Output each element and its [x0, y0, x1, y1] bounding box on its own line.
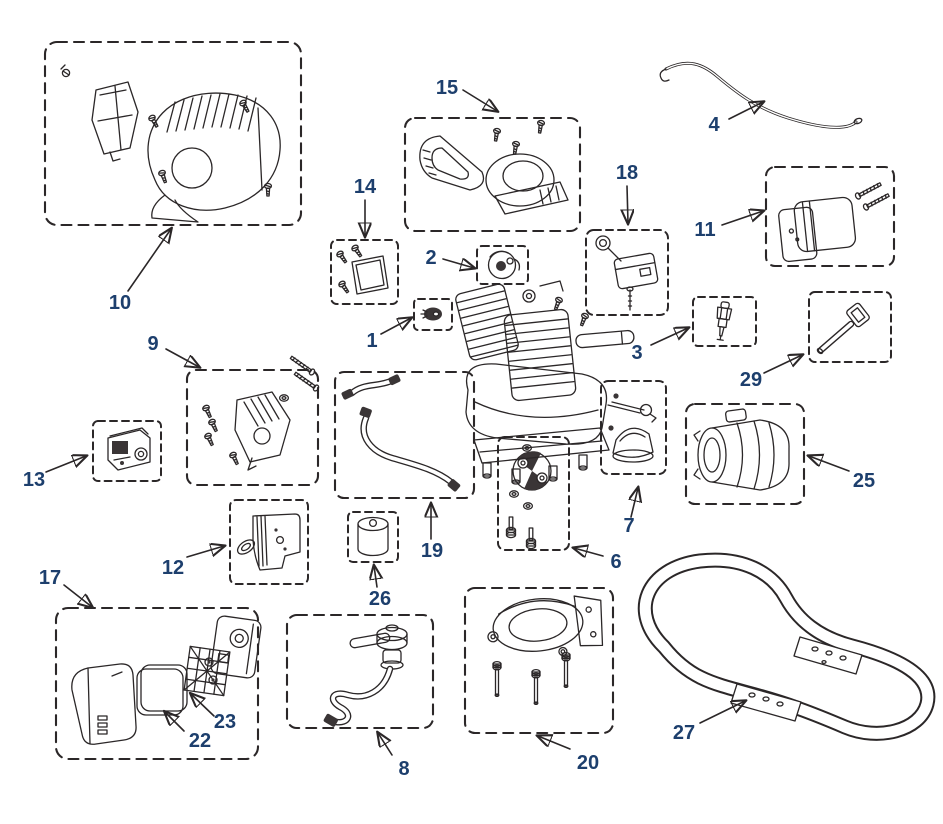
ignition-coil-art: [595, 235, 659, 311]
starter-pulley-art: [487, 250, 521, 280]
dashed-box-2: [476, 245, 529, 285]
dashed-box-20: [463, 586, 615, 735]
heat-shield-art: [236, 513, 301, 571]
dashed-box-29: [808, 291, 892, 363]
arrow-18: [627, 185, 628, 223]
callout-11: 11: [694, 219, 715, 241]
arrow-2: [442, 259, 474, 268]
dashed-box-25: [684, 402, 806, 506]
arrow-13: [45, 456, 86, 473]
carburetor-art: [107, 427, 151, 471]
arrow-4: [728, 102, 763, 120]
arrow-20: [538, 736, 571, 750]
arrow-3: [650, 328, 688, 346]
callout-27: 27: [673, 722, 695, 744]
arrow-12: [186, 546, 224, 558]
dashed-box-17: [54, 606, 260, 761]
callout-19: 19: [421, 540, 443, 562]
dashed-box-11: [764, 165, 896, 268]
callout-25: 25: [853, 470, 875, 492]
lever-and-cap-art: [607, 393, 657, 463]
dashed-box-18: [585, 229, 669, 316]
dashed-box-26: [347, 511, 399, 563]
callout-26: 26: [369, 588, 391, 610]
dashed-box-1: [413, 298, 453, 331]
callout-22: 22: [189, 730, 211, 752]
arrow-15: [462, 89, 497, 111]
callout-4: 4: [708, 114, 720, 136]
arrow-26: [374, 566, 377, 588]
callout-13: 13: [23, 469, 45, 491]
callout-3: 3: [631, 342, 642, 364]
callout-29: 29: [740, 369, 762, 391]
dashed-box-10: [43, 40, 303, 227]
fuel-lines-art: [341, 374, 461, 492]
dashed-box-7: [600, 380, 667, 475]
callout-23: 23: [214, 711, 236, 733]
starter-assembly-art: [419, 119, 569, 215]
engine-short-block-art: [455, 280, 635, 485]
clutch-assembly-art: [505, 444, 552, 550]
dashed-box-6: [497, 436, 570, 551]
arrow-10: [127, 229, 171, 292]
engine-cover-art: [60, 64, 281, 223]
callout-12: 12: [162, 557, 184, 579]
callout-8: 8: [398, 758, 409, 780]
callout-2: 2: [425, 247, 436, 269]
dashed-box-13: [92, 420, 162, 482]
handlebar-art: [637, 552, 936, 741]
dashed-box-12: [229, 499, 309, 585]
arrow-25: [809, 456, 850, 472]
plug-wrench-art: [816, 302, 870, 355]
callout-7: 7: [623, 515, 634, 537]
fuel-filter-art: [357, 516, 389, 557]
dashed-box-14: [330, 239, 399, 305]
arrow-17: [63, 584, 92, 607]
callout-1: 1: [366, 330, 377, 352]
callout-17: 17: [39, 567, 61, 589]
arrow-8: [378, 733, 393, 756]
arrow-22: [165, 712, 185, 732]
arrow-27: [699, 701, 745, 724]
intake-spacer-art: [420, 307, 442, 321]
arrow-9: [165, 348, 199, 367]
callout-10: 10: [109, 292, 131, 314]
muffler-art: [778, 180, 891, 263]
arrow-23: [191, 694, 215, 717]
arrow-7: [631, 488, 638, 518]
callout-20: 20: [577, 752, 599, 774]
clutch-drum-art: [693, 408, 790, 491]
fan-housing-art: [487, 595, 604, 706]
callout-14: 14: [354, 176, 377, 198]
arrow-6: [574, 548, 604, 556]
dashed-box-3: [692, 296, 757, 347]
arrow-1: [380, 318, 411, 335]
primer-hose-art: [323, 624, 408, 727]
callout-6: 6: [610, 551, 621, 573]
gasket-plate-art: [335, 243, 389, 295]
air-filter-assembly-art: [71, 615, 262, 745]
dashed-box-9: [185, 368, 320, 487]
dashed-box-19: [333, 370, 476, 500]
throttle-cable-art: [659, 61, 863, 129]
arrow-11: [721, 211, 763, 226]
callout-15: 15: [436, 77, 458, 99]
arrow-29: [763, 355, 802, 374]
callout-18: 18: [616, 162, 638, 184]
callout-9: 9: [147, 333, 158, 355]
dashed-box-15: [403, 116, 582, 233]
spark-plug-art: [716, 301, 733, 341]
mount-bracket-art: [201, 354, 321, 471]
dashed-box-8: [285, 613, 435, 730]
